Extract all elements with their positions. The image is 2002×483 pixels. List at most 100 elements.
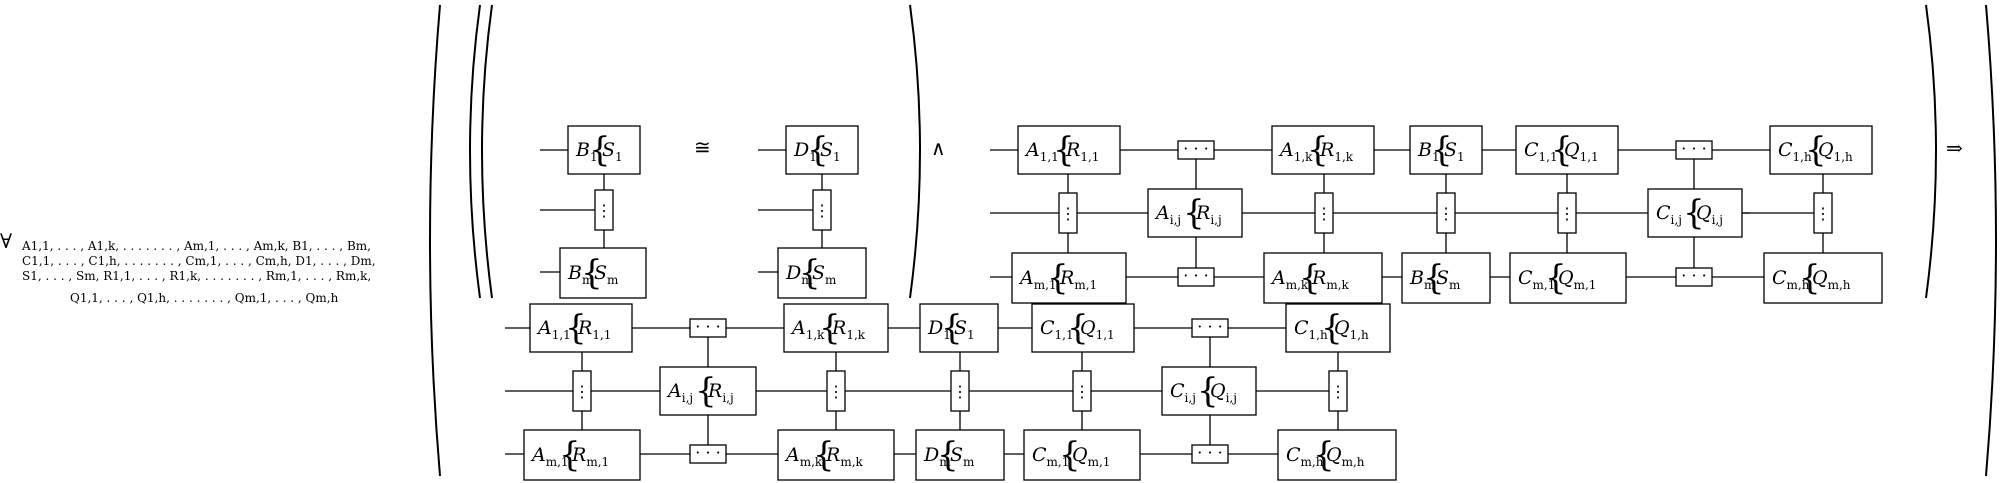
grid-bm-box [1401,252,1491,304]
inner-right-paren-eq [909,4,921,299]
grid-cmh-brace: { [1799,258,1821,298]
grid-mid-vdots-1-label: ⋮ [1316,204,1332,223]
grid-bot-hdots-a-label: · · · [1183,266,1208,285]
rhs-cm1-label-right: Qm,1 [1072,444,1110,469]
grid-mid-vdots-3-label: ⋮ [1559,204,1575,223]
rhs-c1h-label: C1,h [1294,317,1328,342]
grid-c1h-label: C1,h [1778,139,1812,164]
grid-cmh-label: Cm,h [1772,267,1810,292]
rhs-amk-label-right: Rm,k [825,444,864,469]
rhs-a1k-box [783,303,889,353]
bm-sm-label: Bm [567,262,594,287]
rhs-c1h-box [1285,303,1391,353]
rhs-am1-box [523,429,641,481]
rhs-cij-label-right: Qi,j [1210,380,1237,405]
rhs-am1-label-right: Rm,1 [571,444,609,469]
rhs-c1h-label-right: Q1,h [1334,317,1369,342]
rhs-aij-label: Ai,j [666,380,693,405]
b1-s1-brace: { [589,130,611,170]
grid-c1h-brace: { [1805,130,1827,170]
rhs-cij-label: Ci,j [1170,380,1196,405]
iso-operator: ≅ [694,135,711,159]
grid-c1h-label-right: Q1,h [1818,139,1853,164]
grid-bot-hdots-c-label: · · · [1681,266,1706,285]
grid-am1-brace: { [1047,258,1069,298]
grid-b1-label-right: S1 [1444,139,1465,164]
grid-cm1-label: Cm,1 [1518,267,1555,292]
forall-symbol: ∀ [0,229,12,253]
bm-sm-label-right: Sm [594,262,619,287]
rhs-cm1-brace: { [1059,435,1081,475]
rhs-c11-label: C1,1 [1040,317,1074,342]
d1-s1-label-right: S1 [820,139,841,164]
grid-bm-brace: { [1423,258,1445,298]
grid-a1k-label: A1,k [1278,139,1313,164]
grid-top-hdots-c-label: · · · [1681,139,1706,158]
d-vdots-label: ⋮ [814,201,830,220]
rhs-amk-label: Am,k [784,444,823,469]
bm-sm-brace: { [581,253,603,293]
grid-b1-box [1409,125,1483,175]
grid-cij-box [1647,188,1743,238]
grid-cmh-label-right: Qm,h [1812,267,1851,292]
rhs-d1-brace: { [941,308,963,348]
rhs-cij-brace: { [1197,371,1219,411]
rhs-bot-hdots-a-label: · · · [695,443,720,462]
quantifier-line-4: Q1,1, . . . , Q1,h, . . . . . . . , Qm,1… [70,291,339,305]
rhs-dm-label-right: Sm [950,444,975,469]
quantifier-line-3: S1, . . . , Sm, R1,1, . . . , R1,k, . . … [22,269,371,283]
b1-s1-label-right: S1 [602,139,623,164]
rhs-a1k-label: A1,k [790,317,825,342]
rhs-cm1-label: Cm,1 [1032,444,1069,469]
rhs-amk-box [777,429,895,481]
grid-aij-label: Ai,j [1154,202,1181,227]
rhs-c11-brace: { [1067,308,1089,348]
grid-a11-label-right: R1,1 [1065,139,1099,164]
rhs-top-hdots-c-label: · · · [1197,317,1222,336]
rhs-a1k-label-right: R1,k [831,317,866,342]
grid-b1-brace: { [1431,130,1453,170]
grid-cij-label-right: Qi,j [1696,202,1723,227]
grid-amk-box [1263,252,1383,304]
rhs-d1-label-right: S1 [954,317,975,342]
quantifier-line-2: C1,1, . . . , C1,h, . . . . . . . , Cm,1… [22,254,376,268]
grid-amk-label: Am,k [1270,267,1309,292]
grid-cij-label: Ci,j [1656,202,1682,227]
grid-bm-label-right: Sm [1436,267,1461,292]
grid-amk-brace: { [1299,258,1321,298]
rhs-a11-label-right: R1,1 [577,317,611,342]
dm-sm-brace: { [799,253,821,293]
implies-operator: ⇒ [1946,136,1963,160]
rhs-a1k-brace: { [819,308,841,348]
rhs-mid-vdots-1-label: ⋮ [828,382,844,401]
grid-c11-brace: { [1551,130,1573,170]
d1-s1-brace: { [807,130,829,170]
rhs-cmh-box [1277,429,1397,481]
grid-a11-label: A1,1 [1024,139,1059,164]
rhs-dm-label: Dm [923,444,951,469]
inner-left-paren-2 [481,4,493,299]
rhs-aij-label-right: Ri,j [707,380,734,405]
rhs-dm-box [915,429,1005,481]
grid-aij-box [1147,188,1243,238]
rhs-cmh-brace: { [1313,435,1335,475]
grid-cm1-box [1509,252,1627,304]
dm-sm-box [777,247,867,299]
rhs-mid-vdots-0-label: ⋮ [574,382,590,401]
grid-aij-label-right: Ri,j [1195,202,1222,227]
rhs-c1h-brace: { [1321,308,1343,348]
grid-mid-vdots-2-label: ⋮ [1438,204,1454,223]
rhs-cmh-label: Cm,h [1286,444,1324,469]
grid-bm-label: Bm [1409,267,1436,292]
grid-mid-vdots-0-label: ⋮ [1060,204,1076,223]
rhs-d1-label: D1 [927,317,951,342]
rhs-am1-label: Am,1 [530,444,569,469]
grid-cm1-label-right: Qm,1 [1558,267,1596,292]
grid-c1h-box [1769,125,1873,175]
grid-am1-label-right: Rm,1 [1059,267,1097,292]
rhs-amk-brace: { [813,435,835,475]
rhs-a11-box [529,303,633,353]
grid-a1k-label-right: R1,k [1319,139,1354,164]
